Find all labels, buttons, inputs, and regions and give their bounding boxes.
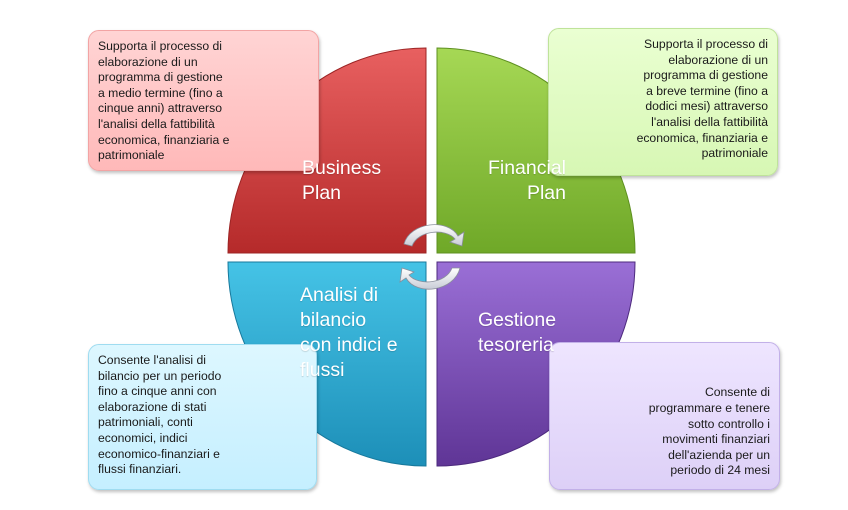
- gestione-tesoreria-note-text: Consente di programmare e tenere sotto c…: [648, 385, 770, 478]
- cycle-arrows-icon: [399, 224, 465, 290]
- analisi-bilancio-note: Consente l'analisi di bilancio per un pe…: [88, 344, 317, 490]
- business-plan-note: Supporta il processo di elaborazione di …: [88, 30, 319, 171]
- analisi-bilancio-label: Analisi di bilancio con indici e flussi: [300, 284, 398, 381]
- financial-plan-note: Supporta il processo di elaborazione di …: [548, 28, 778, 176]
- business-plan-label: Business Plan: [302, 157, 382, 204]
- gestione-tesoreria-label: Gestione tesoreria: [478, 309, 557, 356]
- financial-plan-label: Financial Plan: [487, 157, 566, 204]
- gestione-tesoreria-note: Consente di programmare e tenere sotto c…: [549, 342, 780, 490]
